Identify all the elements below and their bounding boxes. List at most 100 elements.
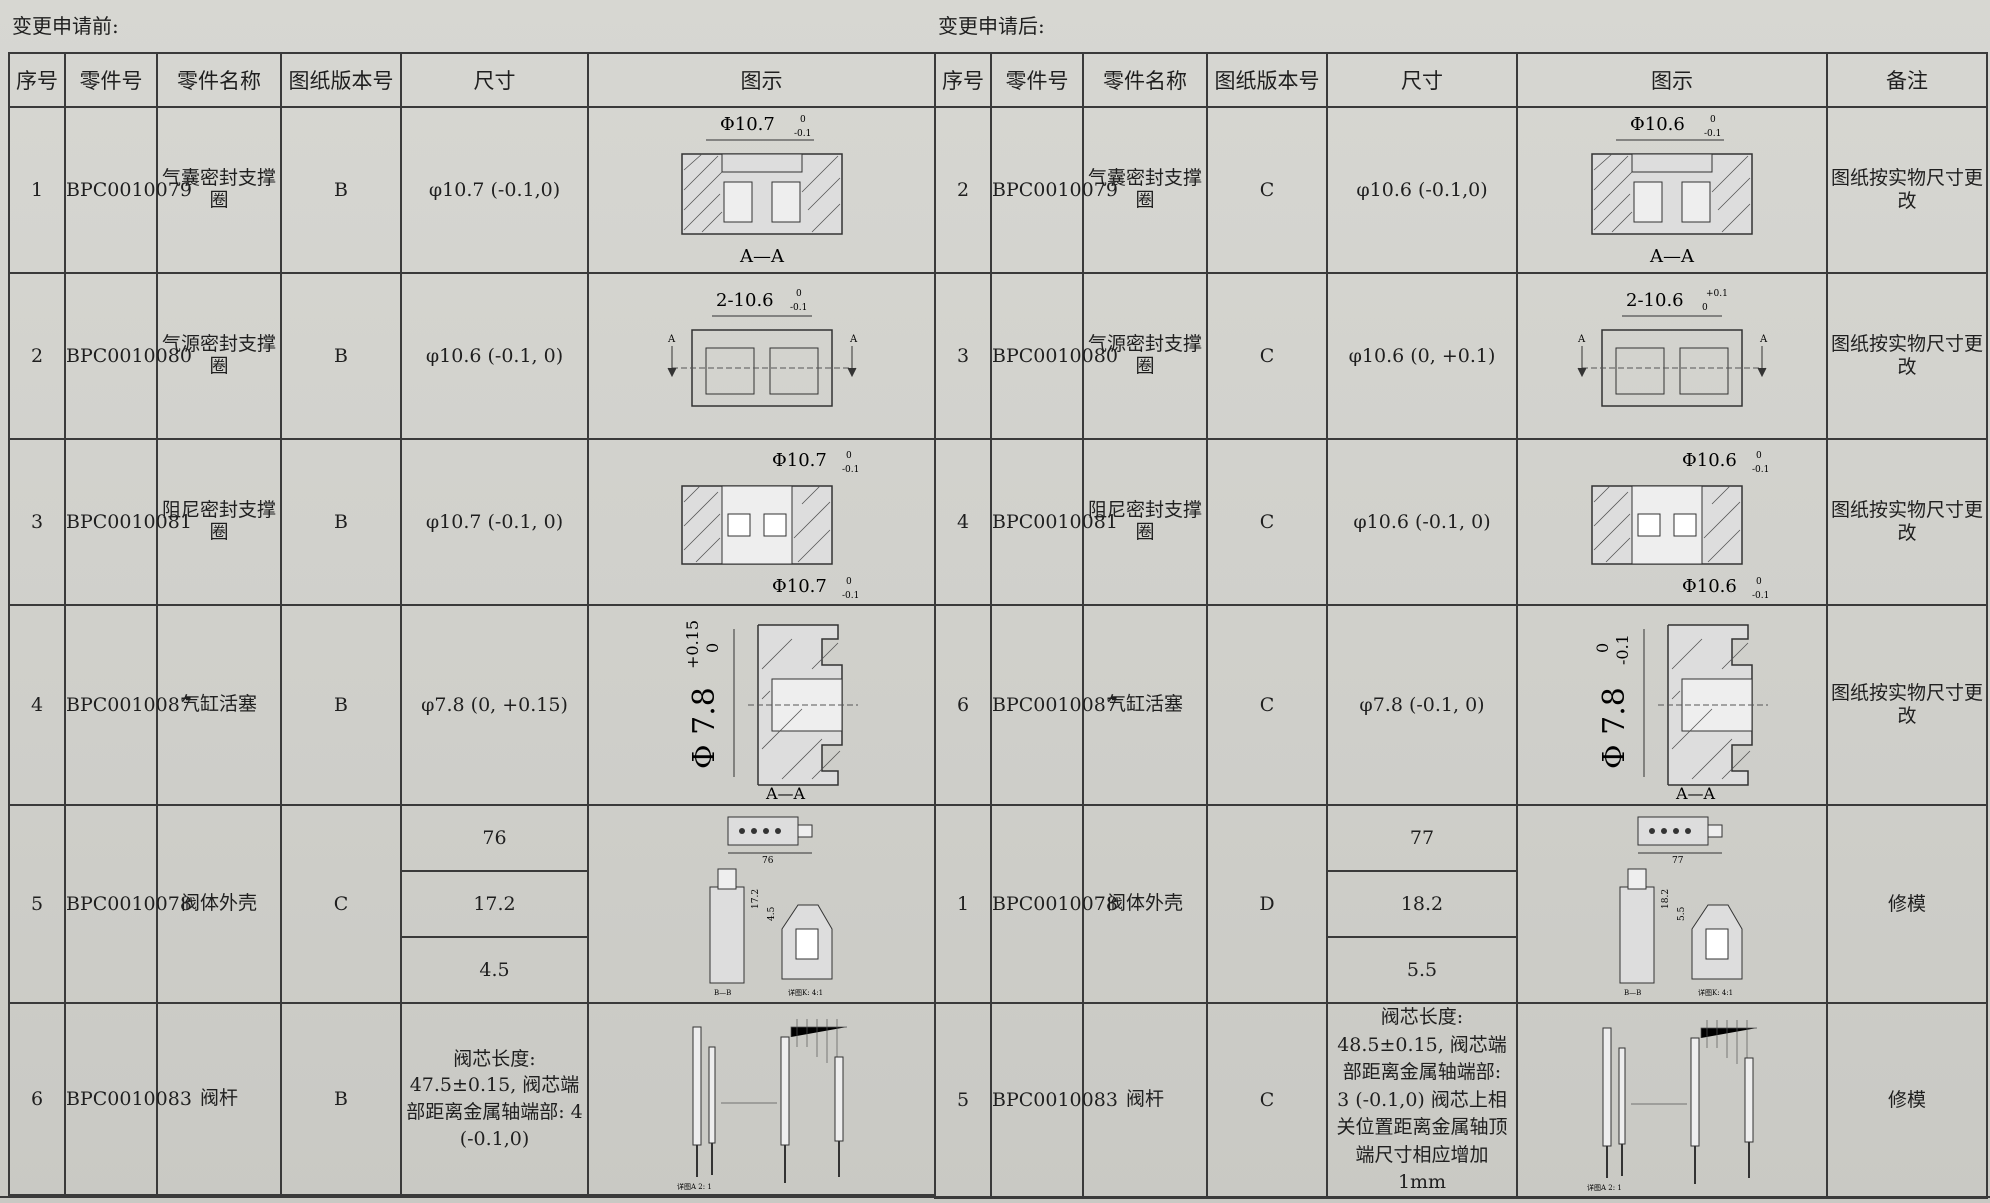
seq-cell: 4: [934, 438, 992, 606]
figure-tol-lower: -0.1: [790, 303, 807, 313]
figure-tol-lower: 0: [1702, 303, 1708, 313]
part-name-cell: 气囊密封支撑圈: [1082, 106, 1208, 274]
table-row: 1 BPC0010078 阀体外壳 D 77 77 18.2 5.5: [934, 804, 1988, 1004]
remark-cell: 图纸按实物尺寸更改: [1826, 272, 1988, 440]
table-row: 2 BPC0010079 气囊密封支撑圈 C φ10.6 (-0.1,0) Φ1…: [934, 106, 1988, 274]
size-cell: φ10.6 (-0.1, 0): [400, 272, 589, 440]
part-name-cell: 阀体外壳: [156, 804, 282, 1004]
figure-cell: Φ10.7 0 -0.1 A—A: [587, 106, 936, 274]
header-part-no: 零件号: [64, 52, 158, 108]
header-size: 尺寸: [1326, 52, 1518, 108]
size-cell: φ10.6 (-0.1, 0): [1326, 438, 1518, 606]
table-row: 3 BPC0010081 阻尼密封支撑圈 B φ10.7 (-0.1, 0) Φ…: [8, 438, 936, 606]
figure-dim-label: 2-10.6: [716, 290, 774, 311]
table-row: 17.2: [9, 870, 935, 938]
damper-ring-drawing: Φ10.7 0 -0.1 Φ10.7 0 -0.1: [680, 450, 859, 601]
table-row: 4 BPC0010081 阻尼密封支撑圈 C φ10.6 (-0.1, 0) Φ…: [934, 438, 1988, 606]
table-row: 6 BPC0010083 阀杆 B 阀芯长度: 47.5±0.15, 阀芯端部距…: [8, 1002, 936, 1196]
part-name-cell: 阀体外壳: [1082, 804, 1208, 1004]
size-cell: φ10.7 (-0.1,0): [400, 106, 589, 274]
part-name-cell: 气缸活塞: [1082, 604, 1208, 806]
figure-caption: B—B: [1624, 989, 1641, 997]
table-row: 4 BPC0010087 气缸活塞 B φ7.8 (0, +0.15) Φ 7.…: [8, 604, 936, 806]
figure-caption: 详图A 2: 1: [1587, 1183, 1622, 1192]
figure-caption: 详图A 2: 1: [677, 1182, 712, 1191]
figure-dim-4-5: 4.5: [767, 906, 777, 921]
figure-cell: 详图A 2: 1: [1516, 1002, 1828, 1199]
figure-tol-upper: 0: [796, 289, 802, 299]
part-no-cell: BPC0010087: [64, 604, 192, 806]
figure-cell: Φ10.6 0 -0.1 Φ10.6 0 -0.1: [1516, 438, 1828, 606]
figure-tol-lower: -0.1: [1613, 634, 1632, 665]
figure-section-label: A—A: [1649, 246, 1695, 267]
figure-section-label: A—A: [739, 246, 785, 267]
part-no-cell: BPC0010087: [990, 604, 1118, 806]
seq-cell: 1: [934, 804, 992, 1004]
header-part-name: 零件名称: [1082, 52, 1208, 108]
table-row: 3 BPC0010080 气源密封支撑圈 C φ10.6 (0, +0.1) 2…: [934, 272, 1988, 440]
seq-cell: 5: [8, 804, 66, 1004]
figure-caption: 详图K: 4:1: [788, 988, 823, 997]
header-figure: 图示: [587, 52, 936, 108]
part-name-cell: 气源密封支撑圈: [1082, 272, 1208, 440]
seq-cell: 3: [8, 438, 66, 606]
figure-arrow-label: A: [1759, 334, 1768, 345]
size-cell: φ10.7 (-0.1, 0): [400, 438, 589, 606]
figure-dim-label: Φ10.6: [1630, 114, 1685, 135]
rev-cell: C: [1206, 438, 1328, 606]
seq-cell: 5: [934, 1002, 992, 1199]
seq-cell: 6: [934, 604, 992, 806]
part-no-cell: BPC0010083: [64, 1002, 192, 1196]
figure-tol-upper: +0.1: [1706, 289, 1728, 299]
size-cell: 77: [1326, 804, 1518, 872]
before-caption: 变更申请前:: [12, 14, 119, 38]
size-cell: φ10.6 (-0.1,0): [1326, 106, 1518, 274]
figure-tol-upper: 0: [846, 451, 852, 461]
part-name-cell: 阻尼密封支撑圈: [1082, 438, 1208, 606]
table-row: 6 BPC0010087 气缸活塞 C φ7.8 (-0.1, 0) Φ 7.8…: [934, 604, 1988, 806]
figure-tol-lower: -0.1: [842, 465, 859, 475]
figure-arrow-label: A: [849, 334, 858, 345]
seq-cell: 4: [8, 604, 66, 806]
size-cell: 阀芯长度: 47.5±0.15, 阀芯端部距离金属轴端部: 4 (-0.1,0): [400, 1002, 589, 1196]
header-drawing-rev: 图纸版本号: [280, 52, 402, 108]
remark-cell: 修模: [1826, 804, 1988, 1004]
figure-dim-label: Φ10.6: [1682, 576, 1737, 597]
part-no-cell: BPC0010081: [990, 438, 1118, 606]
header-seq: 序号: [934, 52, 992, 108]
after-header-row: 序号 零件号 零件名称 图纸版本号 尺寸 图示 备注: [934, 52, 1988, 108]
size-cell: φ7.8 (0, +0.15): [400, 604, 589, 806]
header-size: 尺寸: [400, 52, 589, 108]
rev-cell: B: [280, 272, 402, 440]
size-cell: φ7.8 (-0.1, 0): [1326, 604, 1518, 806]
remark-cell: 图纸按实物尺寸更改: [1826, 106, 1988, 274]
figure-tol-upper: +0.15: [683, 620, 702, 669]
part-name-cell: 气源密封支撑圈: [156, 272, 282, 440]
seq-cell: 6: [8, 1002, 66, 1196]
figure-tol-upper: 0: [1756, 451, 1762, 461]
figure-dim-label: Φ10.6: [1682, 450, 1737, 471]
before-header-row: 序号 零件号 零件名称 图纸版本号 尺寸 图示: [8, 52, 936, 108]
size-cell: φ10.6 (0, +0.1): [1326, 272, 1518, 440]
rev-cell: C: [1206, 272, 1328, 440]
rev-cell: B: [280, 106, 402, 274]
air-source-ring-drawing: 2-10.6 +0.1 0 A A: [1577, 289, 1768, 407]
after-table: 序号 零件号 零件名称 图纸版本号 尺寸 图示 备注 2 BPC0010079 …: [934, 52, 1988, 1199]
figure-tol-lower: 0: [703, 643, 722, 653]
figure-cell: 2-10.6 +0.1 0 A A: [1516, 272, 1828, 440]
rev-cell: B: [280, 1002, 402, 1196]
valve-stem-drawing: 详图A 2: 1: [677, 1019, 847, 1191]
figure-cell: 76 17.2 4.5 B—B 详图K: 4:1: [587, 804, 936, 1004]
part-name-cell: 阀杆: [156, 1002, 282, 1196]
table-row: 18.2: [935, 870, 1987, 938]
size-cell: 阀芯长度: 48.5±0.15, 阀芯端部距离金属轴端部: 3 (-0.1,0)…: [1326, 1002, 1518, 1199]
header-remark: 备注: [1826, 52, 1988, 108]
figure-tol-upper: 0: [1710, 115, 1716, 125]
rev-cell: B: [280, 604, 402, 806]
figure-tol-lower: -0.1: [842, 591, 859, 601]
support-ring-section-drawing: Φ10.7 0 -0.1 A—A: [680, 114, 843, 267]
figure-dim-label: Φ10.7: [772, 450, 827, 471]
header-seq: 序号: [8, 52, 66, 108]
figure-tol-upper: 0: [800, 115, 806, 125]
figure-arrow-label: A: [1577, 334, 1586, 345]
